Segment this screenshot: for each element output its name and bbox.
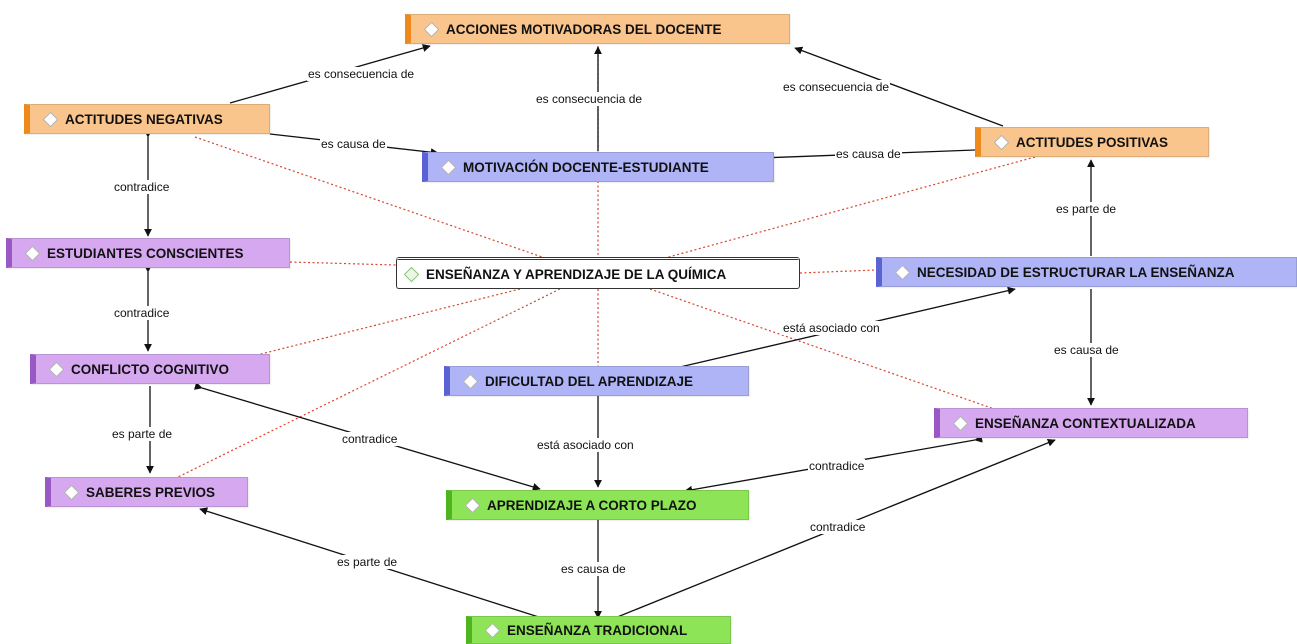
concept-actitudes-positivas[interactable]: ACTITUDES POSITIVAS [975, 127, 1209, 157]
concept-diamond-icon [63, 484, 80, 500]
concept-actitudes-negativas[interactable]: ACTITUDES NEGATIVAS [24, 104, 270, 134]
dotted-link-contextualizada [649, 288, 1001, 412]
concept-diamond-icon [993, 134, 1010, 150]
concept-diamond-icon [464, 497, 481, 513]
concept-label: APRENDIZAJE A CORTO PLAZO [487, 497, 697, 513]
relation-label: es parte de [111, 427, 174, 441]
relation-label: es causa de [835, 147, 902, 161]
concept-label: ACCIONES MOTIVADORAS DEL DOCENTE [446, 21, 722, 37]
dotted-link-positivas [664, 156, 1036, 259]
relation-label: contradice [808, 459, 866, 473]
dotted-link-estudiantes [289, 261, 397, 266]
concept-label: ACTITUDES NEGATIVAS [65, 111, 223, 127]
concept-ensenanza-contextualizada[interactable]: ENSEÑANZA CONTEXTUALIZADA [934, 408, 1248, 438]
concept-label: ACTITUDES POSITIVAS [1016, 134, 1169, 150]
relation-label: es consecuencia de [535, 92, 644, 106]
concept-diamond-icon [484, 622, 501, 638]
concept-label: NECESIDAD DE ESTRUCTURAR LA ENSEÑANZA [917, 264, 1235, 280]
relation-label: contradice [113, 306, 171, 320]
concept-label: DIFICULTAD DEL APRENDIZAJE [485, 373, 694, 389]
concept-label: ENSEÑANZA CONTEXTUALIZADA [975, 415, 1196, 431]
relation-label: contradice [113, 180, 171, 194]
dotted-link-necesidad [799, 269, 877, 274]
concept-diamond-icon [24, 245, 41, 261]
relation-label: es consecuencia de [307, 67, 416, 81]
relation-label: es consecuencia de [782, 80, 891, 94]
concept-conflicto-cognitivo[interactable]: CONFLICTO COGNITIVO [30, 354, 270, 384]
concept-motivacion-docente-estudiante[interactable]: MOTIVACIÓN DOCENTE-ESTUDIANTE [422, 152, 774, 182]
relation-label: es parte de [336, 555, 399, 569]
concept-label: CONFLICTO COGNITIVO [71, 361, 229, 377]
concept-label: ESTUDIANTES CONSCIENTES [47, 245, 244, 261]
link-positivas-acciones [794, 46, 1004, 127]
concept-estudiantes-conscientes[interactable]: ESTUDIANTES CONSCIENTES [6, 238, 290, 268]
relation-label: contradice [341, 432, 399, 446]
concept-diamond-icon [952, 415, 969, 431]
concept-label: SABERES PREVIOS [86, 484, 216, 500]
concept-label: MOTIVACIÓN DOCENTE-ESTUDIANTE [463, 159, 709, 175]
concept-dificultad-aprendizaje[interactable]: DIFICULTAD DEL APRENDIZAJE [444, 366, 749, 396]
concept-diamond-icon [48, 361, 65, 377]
concept-diamond-icon [42, 111, 59, 127]
relation-label: es parte de [1055, 202, 1118, 216]
relation-label: está asociado con [536, 438, 635, 452]
concept-label: ENSEÑANZA Y APRENDIZAJE DE LA QUÍMICA [426, 266, 727, 282]
concept-diamond-icon [894, 264, 911, 280]
relation-label: contradice [809, 520, 867, 534]
concept-diamond-icon [462, 373, 479, 389]
concept-diamond-icon [423, 21, 440, 37]
concept-necesidad-estructurar[interactable]: NECESIDAD DE ESTRUCTURAR LA ENSEÑANZA [876, 257, 1297, 287]
relation-label: es causa de [320, 137, 387, 151]
concept-central[interactable]: ENSEÑANZA Y APRENDIZAJE DE LA QUÍMICA [396, 257, 800, 289]
relation-label: es causa de [560, 562, 627, 576]
concept-ensenanza-tradicional[interactable]: ENSEÑANZA TRADICIONAL [466, 616, 731, 644]
concept-diamond-icon [440, 159, 457, 175]
concept-saberes-previos[interactable]: SABERES PREVIOS [45, 477, 248, 507]
relation-label: es causa de [1053, 343, 1120, 357]
concept-aprendizaje-corto-plazo[interactable]: APRENDIZAJE A CORTO PLAZO [446, 490, 749, 520]
dotted-link-negativas [194, 136, 546, 259]
relation-label: está asociado con [782, 321, 881, 335]
concept-label: ENSEÑANZA TRADICIONAL [507, 622, 688, 638]
concept-acciones-motivadoras[interactable]: ACCIONES MOTIVADORAS DEL DOCENTE [405, 14, 790, 44]
concept-diamond-icon [403, 266, 420, 282]
